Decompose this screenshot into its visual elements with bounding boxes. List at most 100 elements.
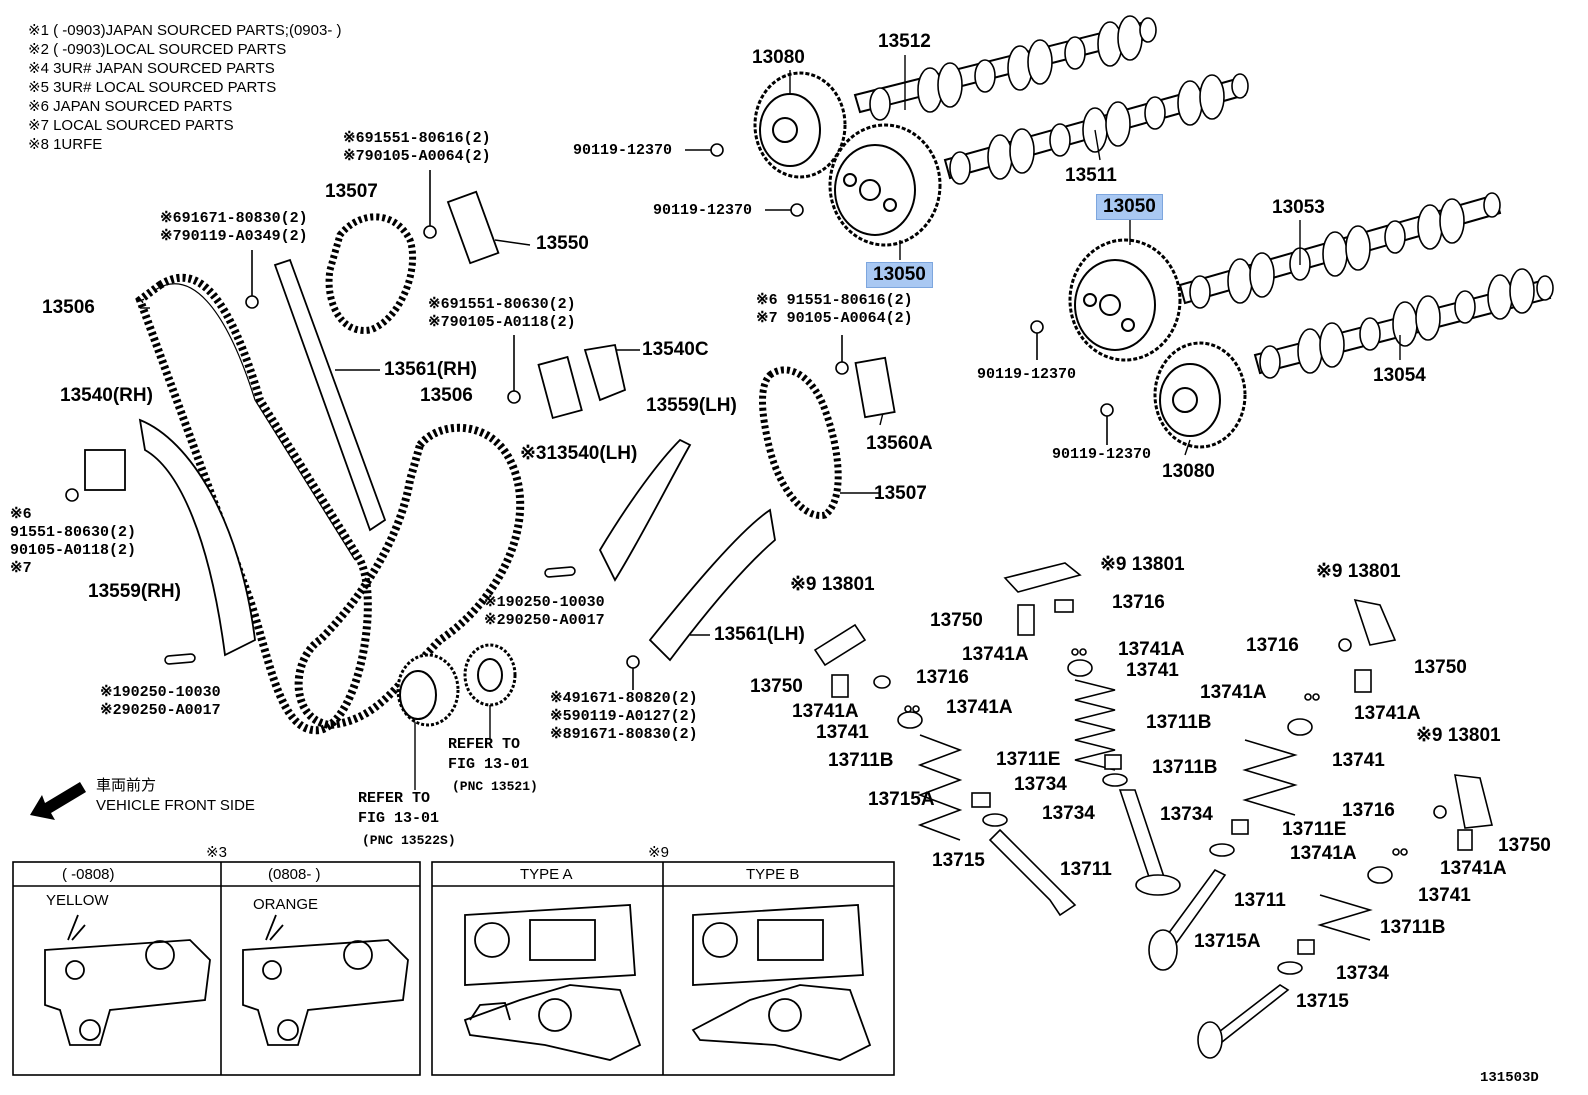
gear-13050-mid — [828, 123, 942, 247]
callout-13711B[interactable]: 13711B — [1146, 712, 1212, 733]
callout-91551-80630[interactable]: ※691551-80630(2) — [428, 296, 576, 313]
callout-13715A[interactable]: 13715A — [868, 789, 935, 810]
callout-13734[interactable]: 13734 — [1160, 804, 1213, 825]
inset-type-a-header: TYPE A — [520, 866, 573, 883]
callout-13741A[interactable]: 13741A — [962, 644, 1029, 665]
tensioner-yellow — [44, 914, 211, 1046]
callout-13512[interactable]: 13512 — [878, 31, 931, 52]
callout-13715[interactable]: 13715 — [1296, 991, 1349, 1012]
callout-13750[interactable]: 13750 — [1498, 835, 1551, 856]
callout-13507[interactable]: 13507 — [325, 181, 378, 202]
callout-13540C[interactable]: 13540C — [642, 339, 709, 360]
callout-13507[interactable]: 13507 — [874, 483, 927, 504]
inset-frames — [12, 861, 895, 1076]
callout-90119-A0127[interactable]: ※590119-A0127(2) — [550, 708, 698, 725]
callout-13801[interactable]: ※9 13801 — [1316, 561, 1401, 582]
callout-13560A[interactable]: 13560A — [866, 433, 933, 454]
callout-13511[interactable]: 13511 — [1065, 165, 1117, 186]
camshaft-13053 — [1178, 192, 1502, 309]
callout-13559-rh[interactable]: 13559(RH) — [88, 581, 181, 602]
refer-fig-2[interactable]: FIG 13-01 — [358, 810, 440, 827]
callout-13741[interactable]: 13741 — [1126, 660, 1179, 681]
callout-13801[interactable]: ※9 13801 — [1100, 554, 1185, 575]
callout-13715[interactable]: 13715 — [932, 850, 985, 871]
callout-13540-rh[interactable]: 13540(RH) — [60, 385, 153, 406]
callout-90119-12370[interactable]: 90119-12370 — [653, 202, 753, 219]
callout-13741[interactable]: 13741 — [1418, 885, 1471, 906]
gear-13050-right — [1068, 238, 1182, 362]
callout-13559-lh[interactable]: 13559(LH) — [646, 395, 737, 416]
callout-mark-7: ※7 — [10, 560, 32, 577]
callout-13715A[interactable]: 13715A — [1194, 931, 1261, 952]
callout-90105-A0118[interactable]: ※790105-A0118(2) — [428, 314, 576, 331]
callout-13716[interactable]: 13716 — [1342, 800, 1395, 821]
callout-13741[interactable]: 13741 — [1332, 750, 1385, 771]
callout-90250-10030[interactable]: ※190250-10030 — [484, 594, 605, 611]
callout-91671-80820[interactable]: ※491671-80820(2) — [550, 690, 698, 707]
callout-13750[interactable]: 13750 — [1414, 657, 1467, 678]
callout-13561-rh[interactable]: 13561(RH) — [384, 359, 477, 380]
callout-91551-80616[interactable]: ※6 91551-80616(2) — [756, 292, 913, 309]
callout-13734[interactable]: 13734 — [1336, 963, 1389, 984]
callout-13711[interactable]: 13711 — [1060, 859, 1112, 880]
callout-13750[interactable]: 13750 — [750, 676, 803, 697]
callout-90105-A0064[interactable]: ※7 90105-A0064(2) — [756, 310, 913, 327]
callout-13053[interactable]: 13053 — [1272, 197, 1325, 218]
callout-13711B[interactable]: 13711B — [828, 750, 894, 771]
crank-sprockets — [396, 643, 517, 727]
callout-13054[interactable]: 13054 — [1373, 365, 1426, 386]
callout-90250-10030[interactable]: ※190250-10030 — [100, 684, 221, 701]
callout-13050-highlighted[interactable]: 13050 — [866, 262, 933, 288]
callout-13716[interactable]: 13716 — [1112, 592, 1165, 613]
callout-13550[interactable]: 13550 — [536, 233, 589, 254]
callout-90105-A0118[interactable]: 90105-A0118(2) — [10, 542, 137, 559]
callout-13080[interactable]: 13080 — [752, 47, 805, 68]
callout-13711E[interactable]: 13711E — [996, 749, 1061, 770]
callout-13741[interactable]: 13741 — [816, 722, 869, 743]
callout-13561-lh[interactable]: 13561(LH) — [714, 624, 805, 645]
callout-13716[interactable]: 13716 — [1246, 635, 1299, 656]
callout-13506[interactable]: 13506 — [42, 297, 95, 318]
callout-13741A[interactable]: 13741A — [1440, 858, 1507, 879]
callout-13741A[interactable]: 13741A — [792, 701, 859, 722]
callout-13801[interactable]: ※9 13801 — [1416, 725, 1501, 746]
callout-90119-A0349[interactable]: ※790119-A0349(2) — [160, 228, 308, 245]
note-4: ※5 3UR# LOCAL SOURCED PARTS — [28, 79, 277, 96]
callout-13711B[interactable]: 13711B — [1152, 757, 1218, 778]
callout-13741A[interactable]: 13741A — [1200, 682, 1267, 703]
callout-90250-A0017[interactable]: ※290250-A0017 — [100, 702, 221, 719]
callout-90119-12370[interactable]: 90119-12370 — [1052, 446, 1152, 463]
vehicle-front-jp: 車両前方 — [96, 777, 157, 794]
front-arrow — [30, 782, 86, 820]
callout-91671-80830[interactable]: ※691671-80830(2) — [160, 210, 308, 227]
callout-91551-80616[interactable]: ※691551-80616(2) — [343, 130, 491, 147]
callout-90105-A0064[interactable]: ※790105-A0064(2) — [343, 148, 491, 165]
callout-13716[interactable]: 13716 — [916, 667, 969, 688]
callout-13080[interactable]: 13080 — [1162, 461, 1215, 482]
callout-91551-80630[interactable]: 91551-80630(2) — [10, 524, 137, 541]
refer-fig-1[interactable]: FIG 13-01 — [448, 756, 530, 773]
callout-13734[interactable]: 13734 — [1014, 774, 1067, 795]
callout-91671-80830[interactable]: ※891671-80830(2) — [550, 726, 698, 743]
callout-90119-12370[interactable]: 90119-12370 — [977, 366, 1077, 383]
callout-90250-A0017[interactable]: ※290250-A0017 — [484, 612, 605, 629]
callout-13711E[interactable]: 13711E — [1282, 819, 1347, 840]
figure-id: 131503D — [1480, 1070, 1539, 1086]
callout-13711B[interactable]: 13711B — [1380, 917, 1446, 938]
callout-13750[interactable]: 13750 — [930, 610, 983, 631]
callout-13741A[interactable]: 13741A — [1118, 639, 1185, 660]
refer-pnc-2: (PNC 13522S) — [362, 833, 456, 848]
inset-right-mark: ※9 — [648, 844, 669, 861]
callout-13711[interactable]: 13711 — [1234, 890, 1286, 911]
callout-90119-12370[interactable]: 90119-12370 — [573, 142, 673, 159]
callout-13801[interactable]: ※9 13801 — [790, 574, 875, 595]
callout-13540-lh[interactable]: ※313540(LH) — [520, 443, 638, 464]
callout-13741A[interactable]: 13741A — [1290, 843, 1357, 864]
callout-13741A[interactable]: 13741A — [946, 697, 1013, 718]
callout-13741A[interactable]: 13741A — [1354, 703, 1421, 724]
tensioner-orange-label: ORANGE — [253, 896, 319, 913]
callout-13734[interactable]: 13734 — [1042, 803, 1095, 824]
rocker-type-a — [463, 904, 642, 1061]
callout-13506[interactable]: 13506 — [420, 385, 473, 406]
callout-13050-highlighted[interactable]: 13050 — [1096, 194, 1163, 220]
